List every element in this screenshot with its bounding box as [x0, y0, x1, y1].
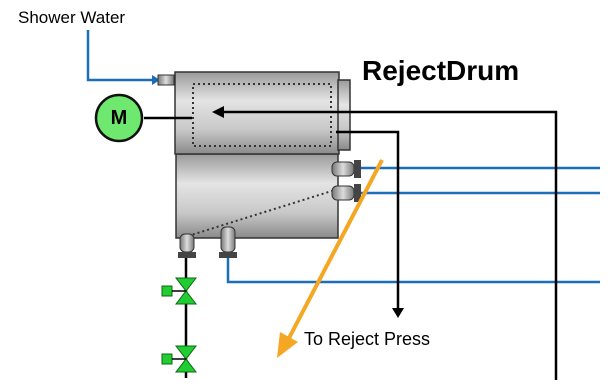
- drum-internal-dotted-line: [187, 189, 336, 237]
- reject-press-arrowhead-icon: [392, 308, 404, 318]
- shower-nozzle-icon: [157, 74, 175, 86]
- side-nozzle-lower-icon: [331, 184, 361, 202]
- drum-lower-tank: [175, 153, 339, 239]
- reject-drum: [157, 71, 361, 258]
- feed-arrowhead-icon: [212, 106, 224, 118]
- gate-valve-upper-icon: [161, 277, 198, 305]
- drum-title: RejectDrum: [362, 55, 520, 86]
- to-reject-press-label: To Reject Press: [304, 329, 431, 349]
- gate-valve-lower-icon: [161, 345, 198, 373]
- blue-process-lines: [86, 30, 600, 284]
- feed-line-to-drum: [224, 110, 558, 380]
- orange-flow-arrow: [277, 159, 384, 358]
- motor-label: M: [110, 107, 128, 129]
- orange-arrowhead-icon: [277, 332, 298, 358]
- drum-end-cap: [337, 79, 351, 151]
- shower-water-arrowhead-icon: [152, 75, 160, 85]
- drain-nozzle-left-icon: [178, 233, 196, 258]
- side-nozzle-upper-icon: [331, 160, 361, 178]
- blue-line-lower: [226, 258, 600, 284]
- shower-water-line: [86, 30, 152, 82]
- shower-water-label: Shower Water: [18, 8, 126, 27]
- motor-icon: [94, 93, 144, 143]
- to-reject-press-line: [336, 130, 400, 308]
- drain-nozzle-right-icon: [219, 226, 237, 258]
